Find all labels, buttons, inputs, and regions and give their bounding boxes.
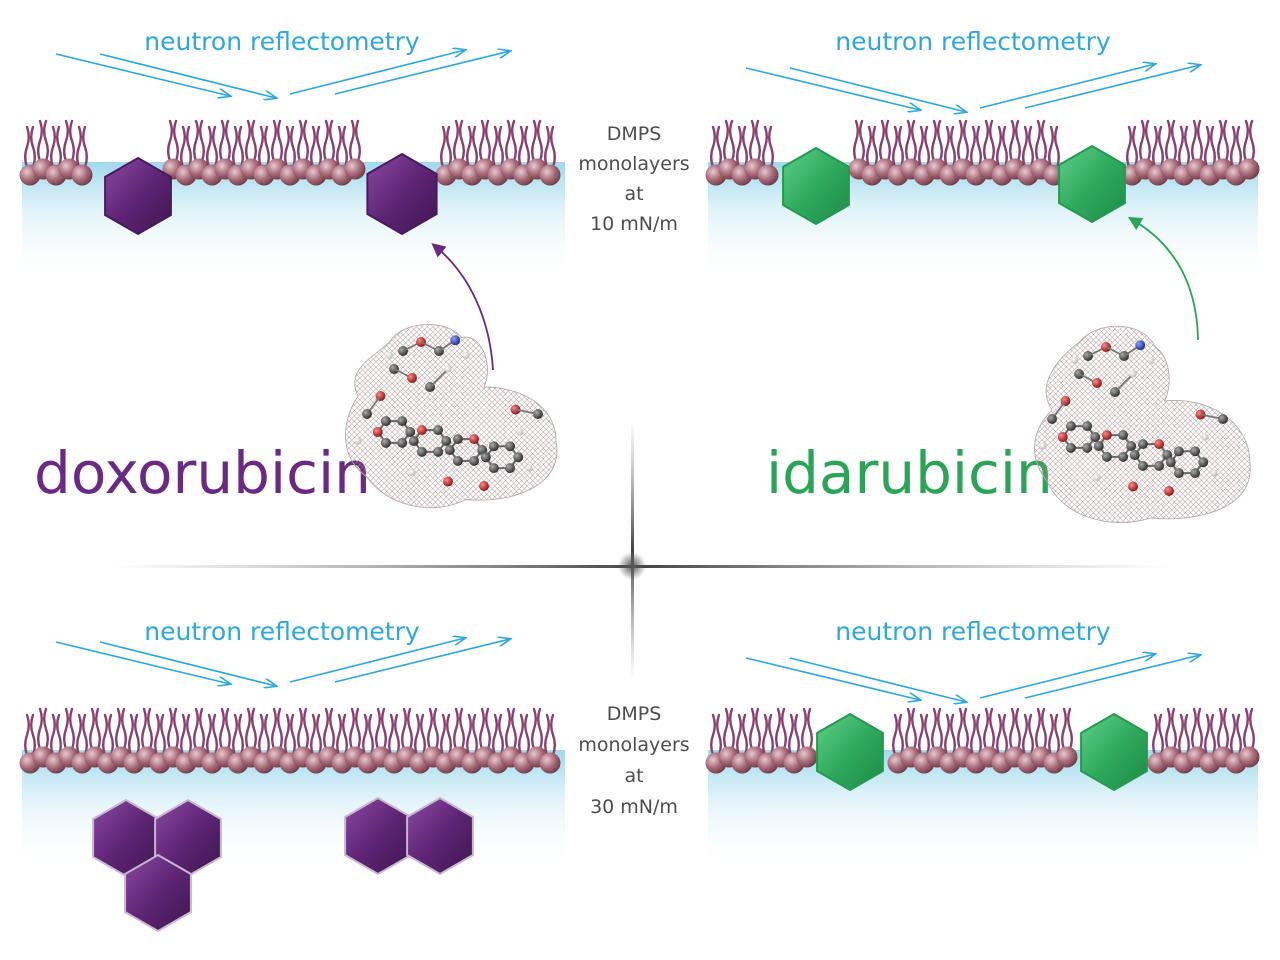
drug-hexagons (92, 144, 1148, 933)
idarubicin-hexagon (816, 712, 884, 792)
doxorubicin-hexagon (406, 796, 474, 876)
lipid-monolayer-top-left (19, 119, 561, 186)
doxorubicin-hexagon (366, 152, 438, 236)
neutron-beam-bottom-right (745, 654, 1200, 702)
doxorubicin-hexagon (124, 853, 192, 933)
monolayer-label-top-line-4: 10 mN/m (590, 213, 678, 235)
neutron-beam-top-right (745, 64, 1200, 112)
neutron-beam-top-left (55, 50, 510, 98)
monolayer-label-top-line-3: at (624, 183, 643, 205)
doxorubicin-molecule-model (345, 324, 558, 509)
drug-name-doxorubicin: doxorubicin (34, 439, 371, 507)
idarubicin-hexagon (782, 146, 850, 226)
monolayer-label-bottom-line-1: DMPS (607, 703, 662, 725)
neutron-label-bottom-right: neutron reflectometry (835, 617, 1111, 646)
monolayer-label-bottom-line-4: 30 mN/m (590, 796, 678, 818)
monolayer-label-bottom: DMPS monolayers at 30 mN/m (578, 703, 689, 818)
drug-name-idarubicin: idarubicin (766, 439, 1053, 507)
monolayer-label-top-line-1: DMPS (607, 123, 662, 145)
monolayer-label-bottom-line-3: at (624, 765, 643, 787)
lipid-monolayers (19, 119, 1260, 774)
idarubicin-molecule-model (1034, 325, 1251, 523)
quadrant-divider (110, 420, 1170, 680)
neutron-label-top-left: neutron reflectometry (144, 27, 420, 56)
monolayer-label-bottom-line-2: monolayers (578, 734, 689, 756)
lipid-monolayer-bottom-left (19, 707, 561, 774)
neutron-beams (55, 50, 1200, 702)
neutron-label-bottom-left: neutron reflectometry (144, 617, 420, 646)
neutron-beam-bottom-left (55, 638, 510, 686)
idarubicin-hexagon (1058, 144, 1126, 224)
monolayer-label-top-line-2: monolayers (578, 153, 689, 175)
idarubicin-hexagon (1080, 712, 1148, 792)
doxorubicin-insertion-arrow (431, 243, 494, 371)
neutron-label-top-right: neutron reflectometry (835, 27, 1111, 56)
lipid-monolayer-bottom-right (705, 707, 1260, 774)
monolayer-label-top: DMPS monolayers at 10 mN/m (578, 123, 689, 235)
doxorubicin-hexagon (104, 156, 172, 236)
idarubicin-insertion-arrow (1127, 216, 1199, 341)
